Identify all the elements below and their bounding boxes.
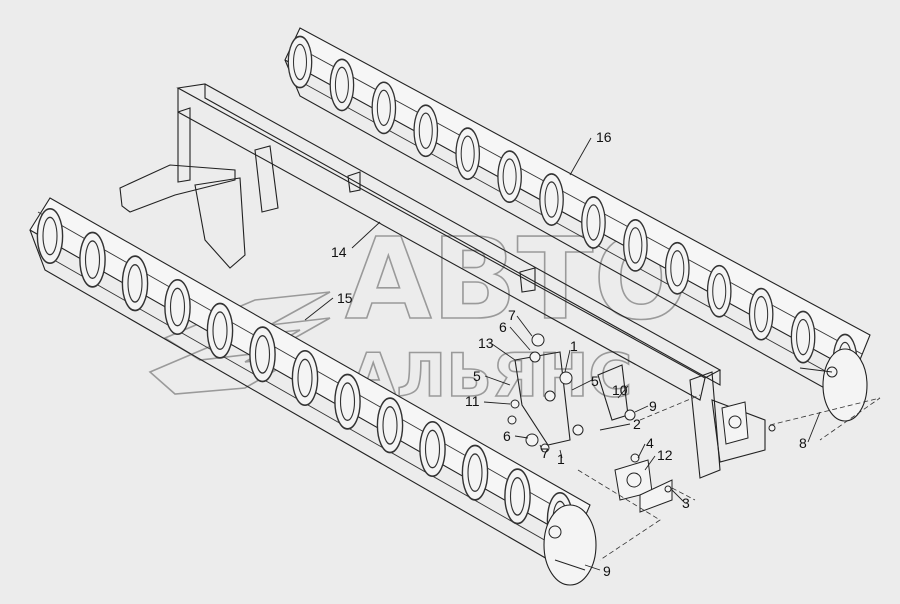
callouts: 16 14 15 7 6 13 1 5 5 10 11 9 2 6 7 1 4 … [331, 129, 807, 579]
hardware [507, 333, 776, 513]
callout-15: 15 [337, 290, 353, 306]
roller-ring [539, 173, 565, 226]
callout-5: 5 [473, 368, 481, 384]
roller-ring [419, 420, 446, 478]
leader-lines [304, 137, 821, 571]
roller-ring [329, 58, 355, 112]
roller-ring [622, 218, 648, 272]
callout-10: 10 [612, 382, 628, 398]
callout-1: 1 [570, 338, 578, 354]
callout-2: 2 [633, 416, 641, 432]
roller-ring [36, 207, 64, 265]
roller-ring [580, 196, 606, 249]
roller-ring [371, 81, 397, 135]
construction-lines [577, 394, 881, 561]
roller-ring [334, 373, 361, 430]
callout-12: 12 [657, 447, 673, 463]
callout-6: 6 [503, 428, 511, 444]
roller-ring [376, 397, 404, 454]
roller-ring [121, 255, 149, 312]
roller-ring [706, 264, 732, 318]
roller-ring [287, 35, 313, 89]
callout-5: 5 [591, 373, 599, 389]
roller-ring [413, 104, 439, 158]
lower-roller [29, 197, 597, 586]
roller-ring [79, 231, 106, 288]
roller-ring [461, 444, 489, 501]
roller-ring [664, 241, 690, 295]
callout-14: 14 [331, 244, 347, 260]
callout-1: 1 [557, 451, 565, 467]
roller-ring [497, 150, 523, 204]
roller-ring [790, 310, 816, 364]
roller-ring [249, 326, 276, 383]
roller-ring [748, 287, 774, 341]
callout-3: 3 [682, 495, 690, 511]
upper-roller [284, 27, 871, 422]
callout-11: 11 [465, 393, 480, 409]
callout-7: 7 [508, 307, 516, 323]
roller-ring [455, 127, 481, 181]
roller-ring [164, 278, 191, 336]
callout-4: 4 [646, 435, 654, 451]
callout-9: 9 [603, 563, 611, 579]
callout-16: 16 [596, 129, 612, 145]
callout-6: 6 [499, 319, 507, 335]
roller-ring [291, 349, 319, 407]
callout-13: 13 [478, 335, 494, 351]
callout-7: 7 [541, 445, 549, 461]
roller-ring [206, 302, 234, 359]
callout-8: 8 [799, 435, 807, 451]
roller-ring [504, 468, 531, 525]
callout-9: 9 [649, 398, 657, 414]
